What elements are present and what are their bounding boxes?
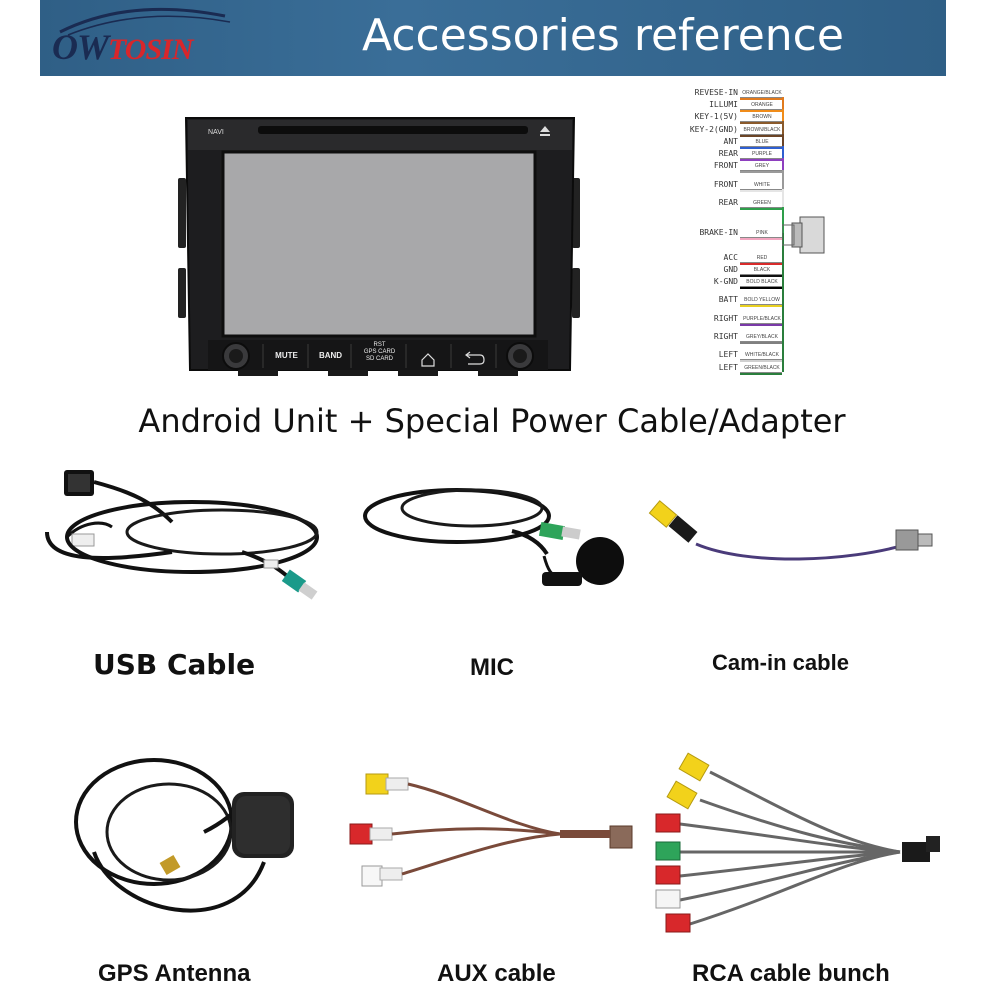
wiring-harness-diagram: REVESE-IN ORANGE/BLACK ILLUMI ORANGE KEY-1(5… — [690, 88, 890, 388]
brand-logo-part-a: OW — [52, 27, 109, 67]
harness-wire-drop — [782, 233, 784, 372]
harness-wire-label: LEFT — [718, 350, 738, 360]
harness-wire-label: REAR — [718, 197, 738, 207]
navi-label: NAVI — [208, 129, 224, 136]
harness-wire-label: ACC — [723, 252, 738, 262]
harness-wire-label: RIGHT — [713, 313, 738, 323]
harness-wire-label: RIGHT — [713, 332, 738, 341]
harness-wire — [740, 97, 782, 100]
harness-wire-color-label: WHITE/BLACK — [745, 352, 779, 359]
mic-image — [363, 488, 624, 586]
head-unit-caption: Android Unit + Special Power Cable/Adapt… — [138, 402, 846, 440]
harness-wire-color-label: PURPLE — [751, 151, 772, 157]
mute-button: MUTE — [275, 351, 298, 360]
usb-cable-caption: USB Cable — [93, 648, 256, 681]
rca-cable-bunch-caption: RCA cable bunch — [692, 960, 890, 987]
cam-in-cable-image — [648, 500, 933, 561]
harness-wire — [740, 359, 782, 363]
harness-wire-color-label: WHITE — [753, 181, 771, 188]
harness-wire — [740, 341, 782, 344]
harness-wire-color-label: PURPLE/BLACK — [743, 315, 781, 322]
harness-wire — [740, 133, 782, 137]
harness-wire-color-label: BROWN — [752, 114, 772, 121]
harness-wire — [740, 206, 782, 210]
gps-antenna-image — [74, 758, 294, 913]
harness-wire — [740, 304, 782, 308]
harness-wire-color-label: GREEN/BLACK — [744, 364, 780, 371]
harness-wire-color-label: GREEN — [753, 199, 771, 206]
harness-wire — [740, 237, 782, 241]
harness-wire-label: BRAKE-IN — [699, 228, 738, 238]
harness-wire-label: REVESE-IN — [694, 88, 738, 97]
harness-wire-label: REAR — [718, 149, 738, 158]
banner-title: Accessories reference — [362, 10, 844, 61]
gps-antenna-caption: GPS Antenna — [98, 960, 251, 987]
harness-wire — [740, 188, 782, 192]
harness-wire-color-label: BROWN/BLACK — [743, 126, 781, 133]
harness-wire — [740, 109, 782, 113]
harness-wire-color-label: BOLD BLACK — [746, 279, 778, 286]
harness-wire — [740, 371, 782, 375]
harness-wire — [740, 158, 782, 161]
harness-wire — [740, 121, 782, 125]
harness-wire — [740, 322, 782, 326]
harness-wire — [740, 145, 782, 149]
harness-wire-color-label: BOLD YELLOW — [744, 297, 780, 304]
harness-wire-label: FRONT — [713, 179, 738, 189]
harness-wire-label: KEY-1(5V) — [694, 112, 738, 122]
brand-logo: OWTOSIN — [52, 26, 194, 68]
harness-wire-label: ILLUMI — [709, 100, 738, 110]
harness-wire-label: GND — [723, 264, 738, 274]
band-button: BAND — [318, 351, 343, 360]
harness-wire — [740, 286, 782, 290]
harness-wire-color-label: GREY/BLACK — [746, 334, 778, 340]
harness-wire-label: KEY-2(GND) — [689, 124, 738, 134]
harness-wire-label: ANT — [723, 136, 738, 146]
harness-wire-color-label: ORANGE/BLACK — [742, 90, 782, 96]
harness-wire-color-label: GREY — [754, 163, 770, 170]
aux-cable-caption: AUX cable — [437, 960, 556, 987]
brand-logo-swoosh — [59, 7, 231, 36]
rst-button: RST GPS CARD SD CARD — [363, 342, 396, 362]
harness-wire — [740, 170, 782, 174]
header-banner — [40, 0, 946, 76]
harness-wire-color-label: BLUE — [755, 138, 769, 145]
android-head-unit — [178, 117, 580, 376]
usb-cable-image — [45, 470, 319, 600]
harness-wire-color-label: BLACK — [753, 266, 771, 273]
harness-wire — [740, 273, 782, 277]
harness-wire — [740, 261, 782, 265]
harness-wire-label: K-GND — [713, 277, 738, 287]
harness-wire-label: BATT — [718, 295, 738, 305]
harness-wire-label: FRONT — [713, 161, 738, 171]
harness-wire-label: LEFT — [718, 362, 738, 372]
mic-caption: MIC — [470, 654, 514, 681]
rca-cable-bunch-image — [655, 752, 940, 933]
brand-logo-part-b: TOSIN — [108, 33, 193, 66]
cam-in-cable-caption: Cam-in cable — [712, 650, 849, 675]
harness-wire-color-label: ORANGE — [751, 102, 773, 109]
harness-wire-color-label: RED — [756, 254, 768, 261]
harness-wire-color-label: PINK — [756, 230, 768, 237]
harness-wire-drop — [782, 206, 784, 233]
aux-cable-image — [349, 773, 633, 887]
harness-connector — [782, 216, 825, 254]
